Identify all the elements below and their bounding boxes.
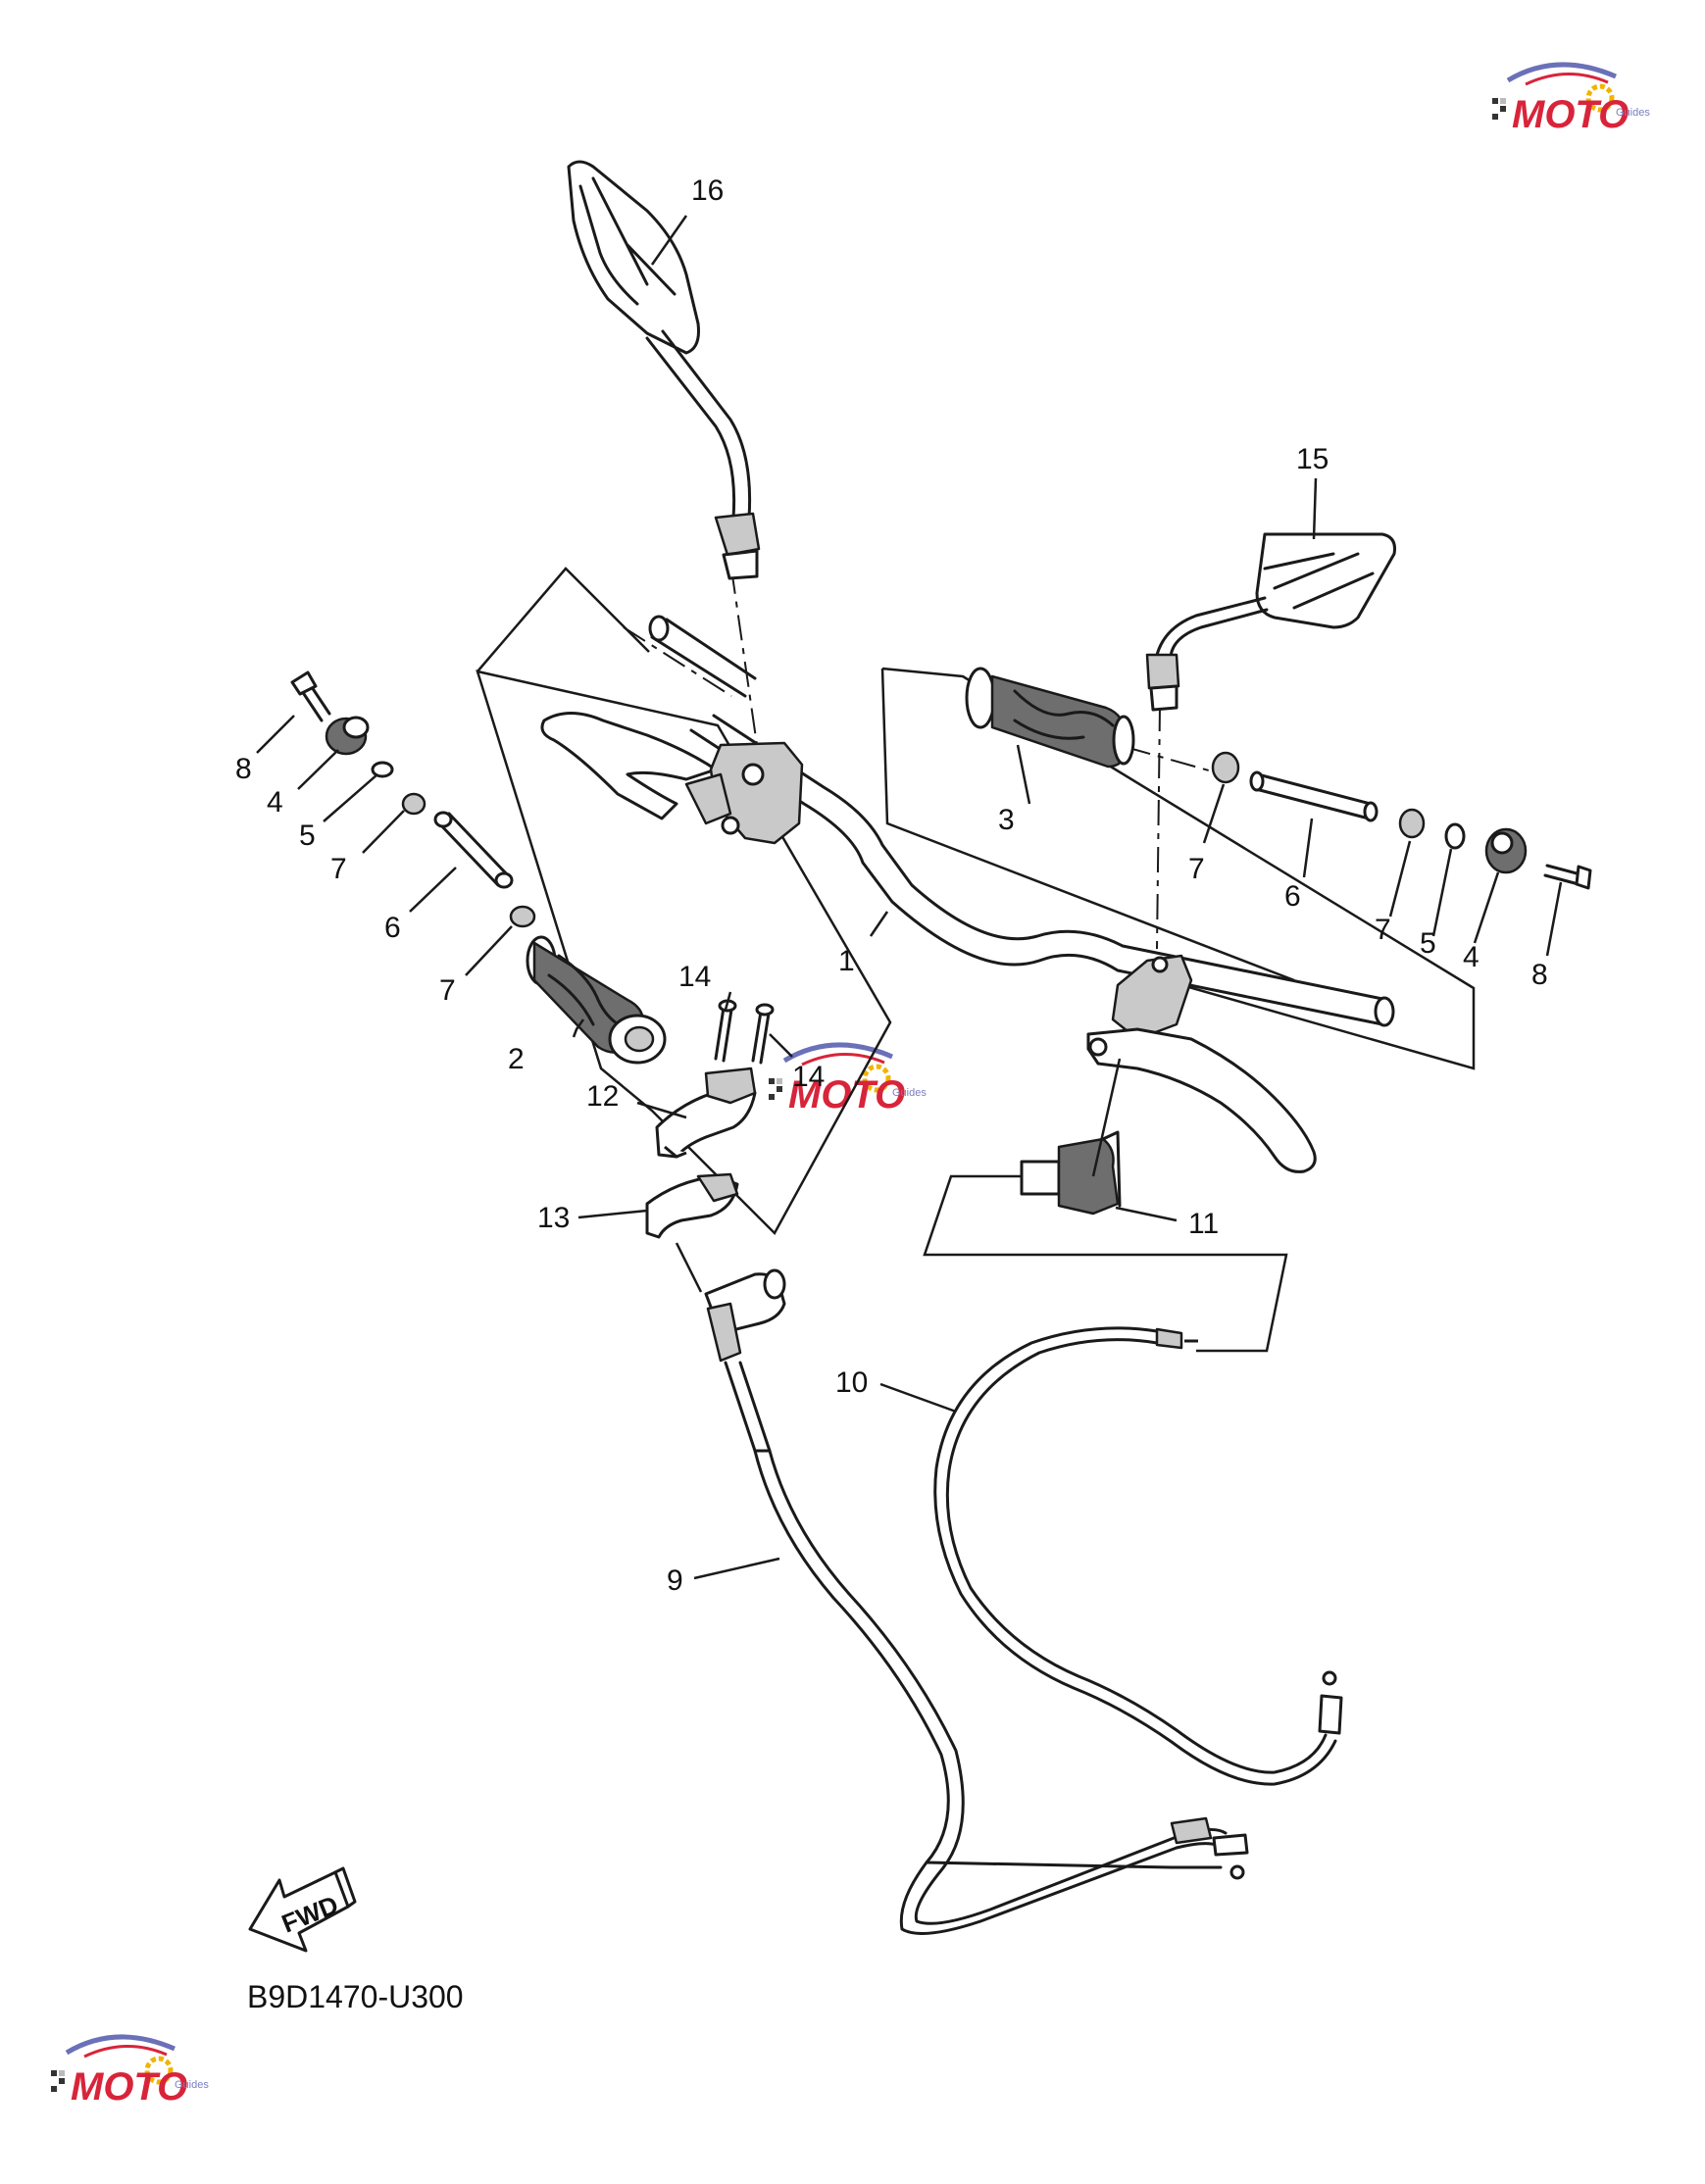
mirror-left-centerline: [730, 568, 758, 746]
end-weight-right-part: [1484, 827, 1528, 874]
diagram-code: B9D1470-U300: [247, 1979, 464, 2014]
handlebar-part: [648, 615, 1395, 1027]
callout-8-right: 8: [1531, 959, 1548, 991]
callout-4-right: 4: [1463, 941, 1479, 973]
shaft-right-part: [1249, 770, 1379, 822]
end-weight-left-part: [325, 716, 370, 756]
lever-left-centerline: [623, 626, 732, 697]
left-lever-holder-part: [540, 712, 804, 845]
screw-right-part: [751, 1003, 775, 1065]
svg-text:MOTO: MOTO: [788, 1073, 905, 1117]
nut-left-lower-part: [509, 905, 536, 928]
nut-right-lower-part: [1398, 808, 1426, 839]
callout-5-left: 5: [299, 819, 316, 852]
grip-right-centerline: [1125, 746, 1224, 775]
watermark-logo-bottom-left: MOTO Guides: [51, 2037, 209, 2109]
callout-7-left-upper: 7: [330, 853, 347, 885]
callout-5-right: 5: [1420, 927, 1436, 960]
callout-11: 11: [1188, 1208, 1219, 1240]
callout-14-right: 14: [792, 1061, 825, 1093]
callout-6-left: 6: [384, 912, 401, 944]
svg-text:MOTO: MOTO: [71, 2065, 187, 2109]
throttle-housing-upper-part: [655, 1067, 757, 1159]
svg-text:MOTO: MOTO: [1512, 93, 1629, 136]
svg-text:Guides: Guides: [1616, 107, 1650, 119]
shaft-left-part: [433, 811, 514, 889]
callout-15: 15: [1296, 443, 1329, 475]
collar-left-part: [371, 761, 394, 778]
callout-12: 12: [586, 1080, 619, 1113]
throttle-cable-part: [704, 1268, 1249, 1935]
svg-text:Guides: Guides: [175, 2079, 209, 2091]
grip-left-part: [526, 935, 667, 1065]
leader-lines: [256, 215, 1563, 1580]
callout-1: 1: [838, 945, 855, 977]
watermark-logo-top-right: MOTO Guides: [1492, 65, 1650, 136]
screw-left-part: [714, 999, 737, 1063]
throttle-housing-lower-part: [645, 1172, 739, 1239]
callout-8-left: 8: [235, 753, 252, 785]
nut-right-upper-part: [1211, 751, 1240, 784]
svg-text:Guides: Guides: [892, 1087, 927, 1099]
fwd-arrow-icon: FWD: [248, 1866, 357, 1953]
bolt-right-part: [1543, 864, 1592, 890]
callout-10: 10: [835, 1366, 868, 1399]
right-lever-holder-part: [1086, 954, 1317, 1173]
callout-7-right-upper: 7: [1188, 853, 1205, 885]
callout-7-right-lower: 7: [1375, 914, 1391, 946]
mirror-right-centerline: [1156, 705, 1161, 950]
callout-7-left-lower: 7: [439, 974, 456, 1007]
watermark-logo-center: MOTO Guides: [769, 1045, 927, 1117]
bolt-left-part: [290, 670, 331, 722]
callout-6-right: 6: [1284, 880, 1301, 913]
left-lever-assembly-frame: [476, 567, 892, 1236]
switch-sensor-part: [1020, 1130, 1122, 1216]
callout-9: 9: [667, 1564, 683, 1597]
callout-2: 2: [508, 1043, 525, 1075]
callout-3: 3: [998, 804, 1015, 836]
collar-right-part: [1444, 822, 1466, 850]
callout-13: 13: [537, 1202, 570, 1234]
callout-14-left: 14: [678, 961, 711, 993]
right-grip-assembly-frame: [880, 667, 1476, 1070]
sensor-cable-frame: [923, 1174, 1288, 1353]
callout-16: 16: [691, 174, 724, 207]
cable-part: [933, 1326, 1343, 1786]
nut-left-upper-part: [401, 792, 426, 816]
grip-right-part: [965, 667, 1135, 769]
mirror-right-part: [1145, 532, 1396, 712]
callout-labels: 16 15 3 1 8 4 5 7 6 7 2 14 14 12 13 7 6 …: [235, 174, 1548, 1597]
mirror-left-part: [567, 160, 761, 580]
callout-4-left: 4: [267, 786, 283, 819]
